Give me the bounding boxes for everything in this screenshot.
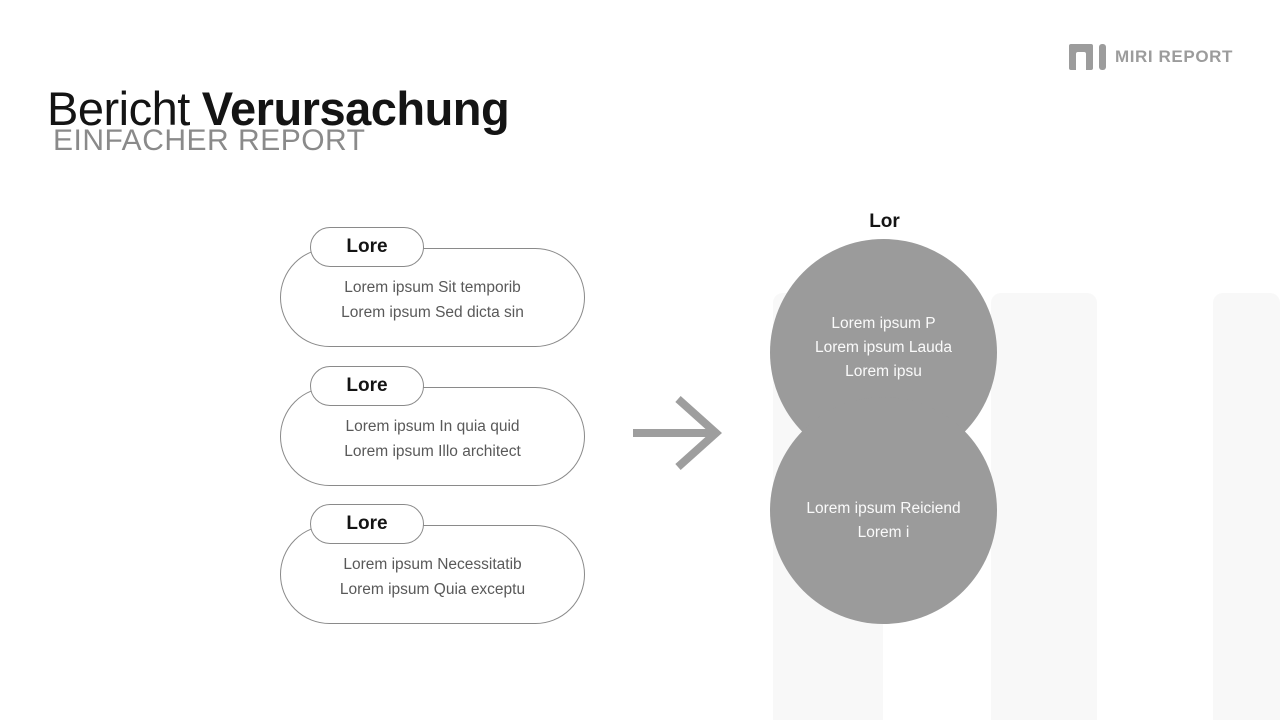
venn-top-line-1: Lorem ipsum P <box>831 314 936 332</box>
step-1-line-2: Lorem ipsum Sed dicta sin <box>341 304 524 321</box>
step-1-label-badge: Lore <box>310 227 424 267</box>
step-2-label-badge: Lore <box>310 366 424 406</box>
step-3-text: Lorem ipsum Necessitatib Lorem ipsum Qui… <box>281 552 584 602</box>
step-3-label: Lore <box>346 513 388 534</box>
step-2-line-1: Lorem ipsum In quia quid <box>345 418 520 435</box>
step-3-label-badge: Lore <box>310 504 424 544</box>
step-3-line-2: Lorem ipsum Quia exceptu <box>339 581 526 598</box>
arrow-right-icon <box>633 396 722 470</box>
step-1-label: Lore <box>346 236 388 257</box>
brand-logo-label: MIRI REPORT <box>1114 47 1233 66</box>
logo-pi-shape <box>1068 44 1093 71</box>
venn-circle-bottom: Lorem ipsum Reiciend Lorem i <box>770 397 997 624</box>
venn-circle-bottom-text: Lorem ipsum Reiciend Lorem i <box>806 497 960 545</box>
venn-bottom-line-1: Lorem ipsum Reiciend <box>806 499 961 517</box>
process-step-1: Lore Lorem ipsum Sit temporib Lorem ipsu… <box>280 227 585 347</box>
step-2-text: Lorem ipsum In quia quid Lorem ipsum Ill… <box>281 414 584 464</box>
background-column <box>1213 293 1280 720</box>
process-step-3: Lore Lorem ipsum Necessitatib Lorem ipsu… <box>280 504 585 624</box>
background-column <box>991 293 1097 720</box>
page-title-regular: Bericht <box>47 82 190 136</box>
venn-heading: Lor <box>869 211 900 232</box>
process-step-2: Lore Lorem ipsum In quia quid Lorem ipsu… <box>280 366 585 486</box>
venn-bottom-line-2: Lorem i <box>857 523 910 541</box>
step-2-label: Lore <box>346 375 388 396</box>
step-3-line-1: Lorem ipsum Necessitatib <box>343 556 522 573</box>
logo-bar-shape <box>1098 44 1106 70</box>
brand-logo: MIRI REPORT <box>1068 44 1233 71</box>
step-2-line-2: Lorem ipsum Illo architect <box>344 443 521 460</box>
venn-circle-top-text: Lorem ipsum P Lorem ipsum Lauda Lorem ip… <box>815 312 952 384</box>
page-subtitle: EINFACHER REPORT <box>53 124 366 157</box>
step-1-text: Lorem ipsum Sit temporib Lorem ipsum Sed… <box>281 275 584 325</box>
page-title-bold: Verursachung <box>201 82 510 136</box>
step-1-line-1: Lorem ipsum Sit temporib <box>344 279 521 296</box>
venn-top-line-2: Lorem ipsum Lauda <box>815 338 952 356</box>
miri-monogram-icon <box>1068 44 1106 71</box>
venn-top-line-3: Lorem ipsu <box>845 362 922 380</box>
